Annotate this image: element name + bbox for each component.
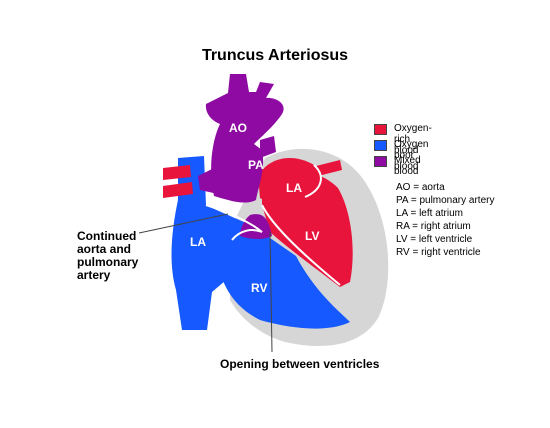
oxygen-rich-swatch: [374, 124, 387, 135]
oxygen-poor-swatch: [374, 140, 387, 151]
pulmonary-vein-left-upper: [163, 165, 191, 180]
opening-leader: [269, 231, 273, 353]
pulmonary-branch-left: [198, 168, 218, 194]
abbr-item: RA = right atrium: [396, 221, 471, 232]
abbr-item: AO = aorta: [396, 182, 445, 193]
label-ao: AO: [229, 121, 247, 135]
label-pa: PA: [248, 158, 264, 172]
continued-line2: aorta and: [77, 242, 132, 256]
left-atrium-region: [258, 158, 321, 205]
truncus-region: [205, 74, 284, 203]
legend-label: Oxygen-rich blood: [394, 123, 432, 156]
label-la-left: LA: [190, 235, 206, 249]
legend-label: Oxygen poor blood: [394, 139, 429, 172]
continued-line1: Continued: [77, 229, 137, 243]
pulmonary-vein-right-upper: [316, 160, 342, 176]
abbr-item: RV = right ventricle: [396, 247, 481, 258]
abbr-item: PA = pulmonary artery: [396, 195, 495, 206]
continued-line3: pulmonary: [77, 255, 139, 269]
ivc-region: [183, 300, 208, 330]
right-ventricle-region: [222, 233, 350, 329]
opening-callout: Opening between ventricles: [220, 357, 380, 371]
label-la-upper: LA: [286, 181, 302, 195]
continued-aorta-leader: [138, 213, 229, 234]
continued-aorta-callout: Continued aorta and pulmonary artery: [77, 230, 138, 282]
continued-line4: artery: [77, 268, 111, 282]
label-rv: RV: [251, 281, 268, 295]
right-atrium-region: [171, 156, 262, 330]
pulmonary-vein-left-lower: [163, 182, 193, 198]
pulmonary-branch-right: [260, 136, 276, 158]
abbr-item: LV = left ventricle: [396, 234, 473, 245]
label-lv: LV: [305, 229, 320, 243]
legend-label: Mixed blood: [394, 155, 421, 177]
diagram-title: Truncus Arteriosus: [201, 47, 349, 64]
mixed-swatch: [374, 156, 387, 167]
abbr-item: LA = left atrium: [396, 208, 463, 219]
